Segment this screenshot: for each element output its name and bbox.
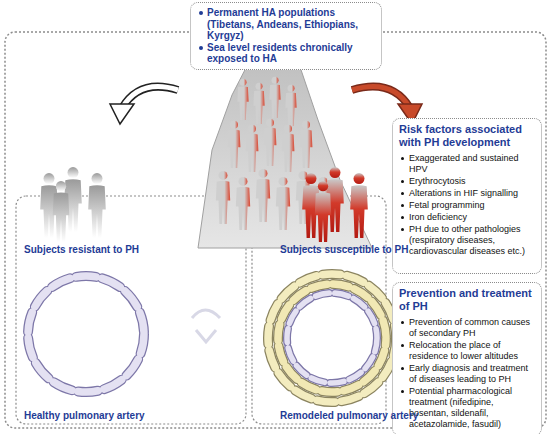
group-label: Subjects resistant to PH: [24, 244, 139, 256]
bullet-text: Erythrocytosis: [399, 176, 535, 187]
bullet-text: Exaggerated and sustained HPV: [399, 153, 535, 175]
box-heading: Risk factors associated with PH developm…: [399, 123, 535, 149]
bullet-text: Permanent HA populations (Tibetans, Ande…: [197, 7, 375, 42]
bullet-text: Relocation the place of residence to low…: [399, 340, 535, 362]
population-box: Permanent HA populations (Tibetans, Ande…: [190, 2, 382, 70]
healthy-artery: [28, 276, 144, 392]
remodeled-artery: [268, 274, 396, 402]
artery-label: Remodeled pulmonary artery: [280, 410, 418, 422]
bullet-text: Iron deficiency: [399, 212, 535, 223]
bullet-text: Sea level residents chronically exposed …: [197, 42, 375, 65]
resistant-arrow: [110, 87, 178, 124]
bullet-text: Alterations in HIF signalling: [399, 188, 535, 199]
resistant-people: [40, 167, 106, 242]
artery-label: Healthy pulmonary artery: [24, 410, 145, 422]
box-heading: Prevention and treatment of PH: [399, 287, 535, 313]
bullet-text: Early diagnosis and treatment of disease…: [399, 363, 535, 385]
bullet-text: PH due to other pathologies (respiratory…: [399, 224, 535, 257]
susceptible-people: [302, 167, 368, 242]
risk-factors-box: Risk factors associated with PH developm…: [392, 118, 542, 274]
bullet-text: Prevention of common causes of secondary…: [399, 317, 535, 339]
bullet-text: Potential pharmacological treatment (nif…: [399, 386, 535, 430]
bullet-text: Fetal programming: [399, 200, 535, 211]
faint-arc: [192, 310, 220, 342]
group-label: Subjects susceptible to PH: [280, 244, 408, 256]
